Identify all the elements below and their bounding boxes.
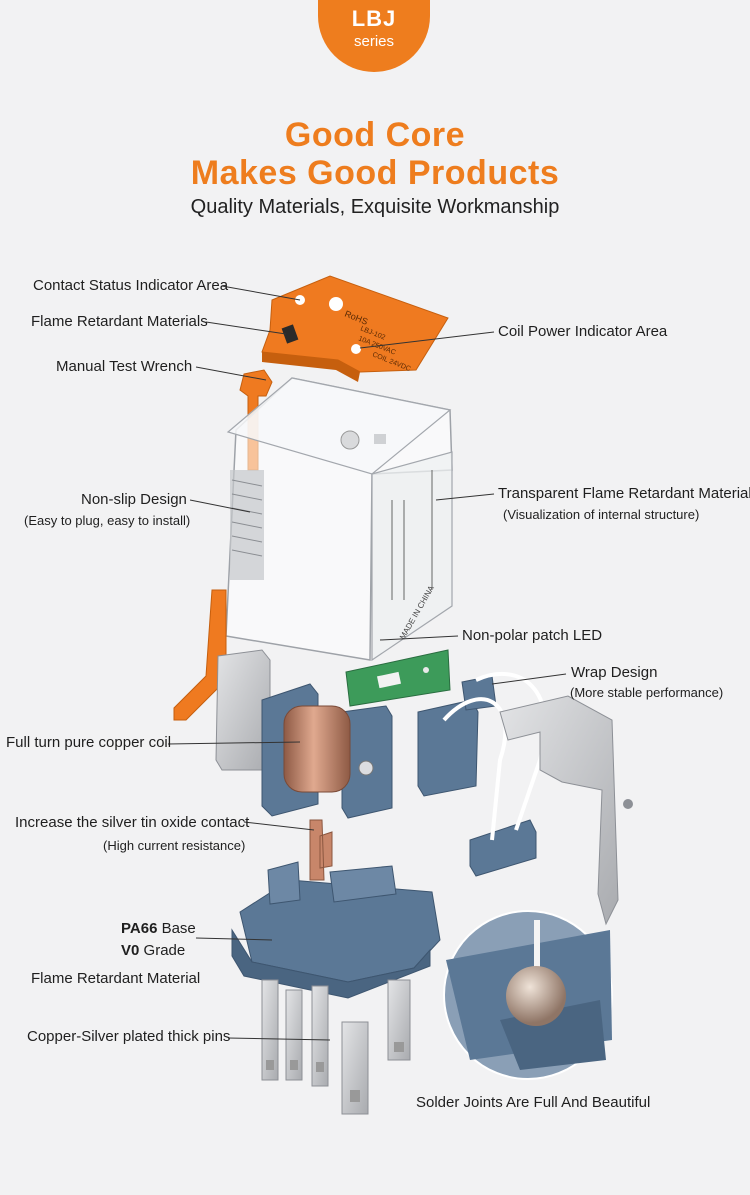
label-transparent: Transparent Flame Retardant Material (498, 485, 750, 502)
label-coil: Full turn pure copper coil (6, 734, 172, 751)
copper-contact-strip (309, 819, 333, 881)
label-solder: Solder Joints Are Full And Beautiful (416, 1094, 651, 1111)
label-flame-retardant: Flame Retardant Materials (31, 313, 208, 330)
label-base-grade-word: Grade (139, 942, 186, 959)
label-wrap: Wrap Design (571, 664, 658, 681)
relay-base (231, 861, 441, 999)
indicator-cover: RoHS LBJ-102 10A 250VAC COIL 24VDC (261, 275, 449, 382)
label-base-flame: Flame Retardant Material (31, 970, 201, 987)
label-contact-sub: (High current resistance) (103, 838, 246, 853)
label-base-v0: V0 (121, 942, 140, 959)
headline-line-1: Good Core (284, 116, 466, 154)
label-contact: Increase the silver tin oxide contact (15, 814, 250, 831)
label-manual-test: Manual Test Wrench (56, 358, 193, 375)
led-board (345, 649, 451, 707)
label-transparent-sub: (Visualization of internal structure) (503, 507, 700, 522)
solder-joint-zoom (443, 910, 613, 1080)
label-base-material: PA66 Base (121, 920, 196, 937)
headline-line-2: Makes Good Products (190, 154, 560, 192)
series-badge-title: LBJ (351, 6, 397, 31)
subtitle: Quality Materials, Exquisite Workmanship (190, 196, 560, 218)
relay-pins (261, 979, 411, 1115)
label-led: Non-polar patch LED (462, 627, 603, 644)
label-pins: Copper-Silver plated thick pins (27, 1028, 231, 1045)
label-non-slip-sub: (Easy to plug, easy to install) (24, 513, 191, 528)
label-wrap-sub: (More stable performance) (570, 685, 724, 700)
label-contact-status: Contact Status Indicator Area (33, 277, 229, 294)
coil-bobbin (261, 683, 393, 819)
leader-lines (167, 285, 567, 1041)
orange-latch (173, 589, 227, 721)
label-base-word: Base (157, 920, 196, 937)
label-non-slip: Non-slip Design (81, 491, 187, 508)
transparent-housing: MADE IN CHINA (225, 377, 453, 662)
label-base-grade: V0 Grade (121, 942, 185, 959)
wrap-assembly (417, 671, 633, 926)
series-badge-subtitle: series (353, 33, 394, 50)
label-base-pa66: PA66 (121, 920, 158, 937)
label-coil-power: Coil Power Indicator Area (498, 323, 668, 340)
